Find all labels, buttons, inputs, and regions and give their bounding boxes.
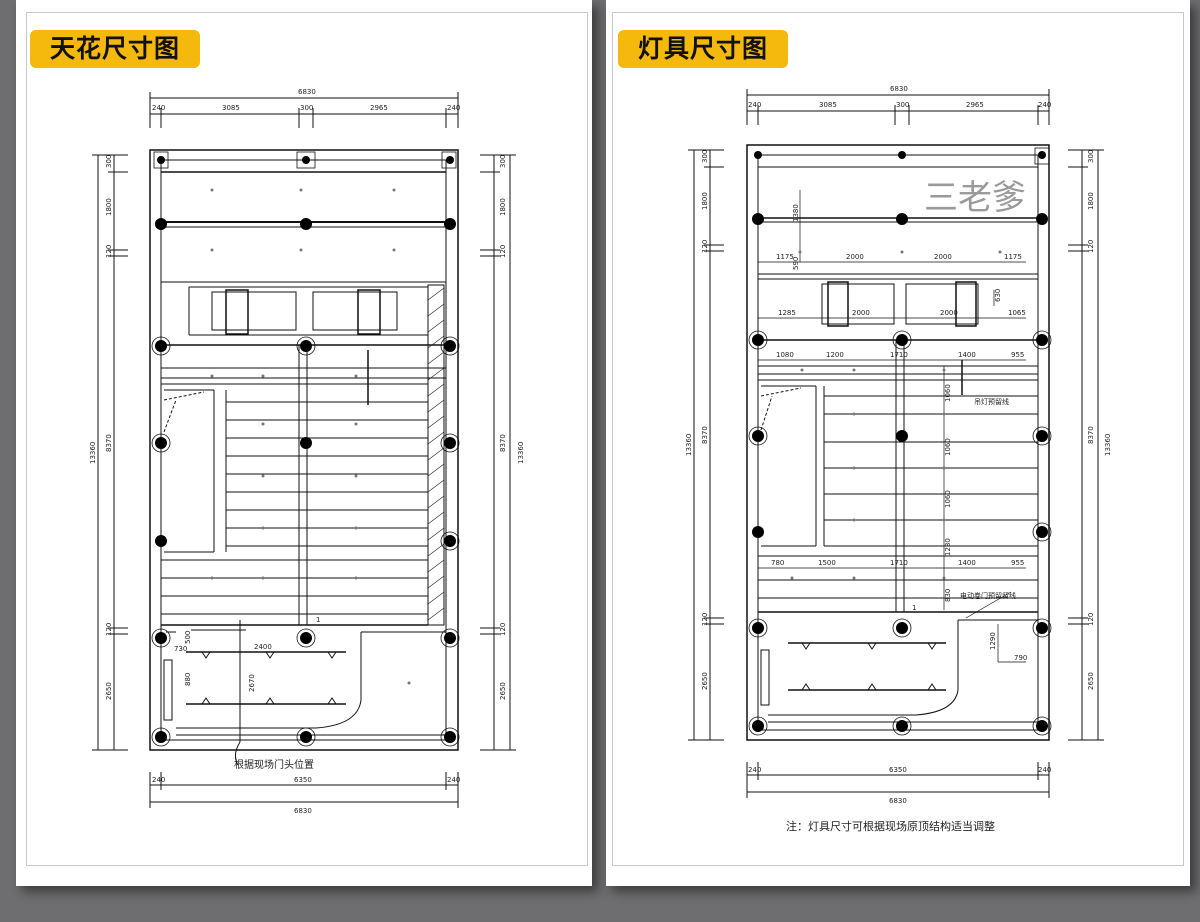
- door-position-note: 根据现场门头位置: [234, 758, 314, 771]
- dim-wall-left: 240: [152, 104, 165, 112]
- dim-2000-a: 2000: [846, 253, 864, 261]
- dim-1200: 1200: [826, 351, 844, 359]
- dim-2670: 2670: [248, 674, 256, 692]
- dim-right-1800: 1800: [499, 198, 507, 216]
- dim-wall-right: 240: [447, 104, 460, 112]
- lighting-dimension-sheet: 灯具尺寸图: [606, 0, 1190, 886]
- dim-1400-b: 1400: [958, 559, 976, 567]
- dim-2000-d: 2000: [940, 309, 958, 317]
- dim-955-a: 955: [1011, 351, 1024, 359]
- dim-1710-a: 1710: [890, 351, 908, 359]
- dim-bay-left: 3085: [819, 101, 837, 109]
- dim-880: 880: [184, 673, 192, 686]
- overall-width-bottom: 6830: [294, 807, 312, 815]
- dim-right-2650: 2650: [499, 682, 507, 700]
- dim-wall-bottom-right: 240: [1038, 766, 1051, 774]
- ceiling-title-badge: 天花尺寸图: [30, 30, 201, 68]
- section-marker: 1: [316, 616, 320, 624]
- ceiling-plan-drawing: 6830 240 3085 300 2965 240 240 6350 240 …: [89, 88, 525, 815]
- dim-1285: 1285: [778, 309, 796, 317]
- dim-left-120: 120: [105, 245, 113, 258]
- dim-955-b: 955: [1011, 559, 1024, 567]
- dim-right-120b: 120: [1087, 613, 1095, 626]
- dim-wall-bottom-left: 240: [748, 766, 761, 774]
- dim-left-120: 120: [701, 240, 709, 253]
- dim-left-300: 300: [701, 150, 709, 163]
- dim-column: 300: [896, 101, 909, 109]
- dim-left-13360: 13360: [89, 442, 97, 464]
- dim-bay-right: 2965: [966, 101, 984, 109]
- dim-630: 630: [994, 289, 1002, 302]
- dim-right-120: 120: [499, 245, 507, 258]
- dim-730: 730: [174, 645, 187, 653]
- dim-bay-right: 2965: [370, 104, 388, 112]
- lighting-footnote: 注：灯具尺寸可根据现场原顶结构适当调整: [786, 820, 995, 833]
- lighting-plan-drawing: 6830 240 3085 300 2965 240 240 6350 240 …: [685, 85, 1112, 805]
- dim-right-300: 300: [499, 155, 507, 168]
- dim-780: 780: [771, 559, 784, 567]
- overall-width-top: 6830: [890, 85, 908, 93]
- dim-1065: 1065: [1008, 309, 1026, 317]
- dim-1290: 1290: [989, 632, 997, 650]
- dim-right-120b: 120: [499, 623, 507, 636]
- dim-wall-left: 240: [748, 101, 761, 109]
- dim-left-1800: 1800: [105, 198, 113, 216]
- sheet-border: [612, 12, 1184, 866]
- dim-1710-b: 1710: [890, 559, 908, 567]
- dim-wall-right: 240: [1038, 101, 1051, 109]
- sheet-border: [26, 12, 588, 866]
- dim-right-2650: 2650: [1087, 672, 1095, 690]
- dim-1060-b: 1060: [944, 438, 952, 456]
- overall-width-bottom: 6830: [889, 797, 907, 805]
- dim-1080: 1080: [776, 351, 794, 359]
- dim-2400: 2400: [254, 643, 272, 651]
- dim-500: 500: [184, 631, 192, 644]
- dim-left-300: 300: [105, 155, 113, 168]
- dim-left-2650: 2650: [701, 672, 709, 690]
- dim-left-2650: 2650: [105, 682, 113, 700]
- dim-right-120: 120: [1087, 240, 1095, 253]
- dim-right-1800: 1800: [1087, 192, 1095, 210]
- dim-left-1800: 1800: [701, 192, 709, 210]
- dim-wall-bottom-right: 240: [447, 776, 460, 784]
- rolling-door-note: 电动卷门预留留线: [960, 591, 1016, 600]
- dim-bay-left: 3085: [222, 104, 240, 112]
- dim-590: 590: [792, 257, 800, 270]
- dim-790: 790: [1014, 654, 1027, 662]
- dim-right-8370: 8370: [1087, 426, 1095, 444]
- dim-right-300: 300: [1087, 150, 1095, 163]
- dim-left-8370: 8370: [701, 426, 709, 444]
- dim-1175-right: 1175: [1004, 253, 1022, 261]
- dim-1060-c: 1060: [944, 490, 952, 508]
- lighting-title-badge: 灯具尺寸图: [618, 30, 789, 68]
- dim-2000-c: 2000: [852, 309, 870, 317]
- dim-inner-width: 6350: [889, 766, 907, 774]
- dim-1175-left: 1175: [776, 253, 794, 261]
- dim-2000-b: 2000: [934, 253, 952, 261]
- dim-right-13360: 13360: [517, 442, 525, 464]
- dim-left-13360: 13360: [685, 434, 693, 456]
- dim-column: 300: [300, 104, 313, 112]
- dim-1400-a: 1400: [958, 351, 976, 359]
- dim-left-8370: 8370: [105, 434, 113, 452]
- dim-830: 830: [944, 589, 952, 602]
- dim-1280: 1280: [944, 538, 952, 556]
- dim-right-8370: 8370: [499, 434, 507, 452]
- brand-watermark: 三老爹: [924, 178, 1026, 218]
- dim-1060-a: 1060: [944, 384, 952, 402]
- dim-1500: 1500: [818, 559, 836, 567]
- dim-left-120b: 120: [701, 613, 709, 626]
- dim-wall-bottom-left: 240: [152, 776, 165, 784]
- dim-left-120b: 120: [105, 623, 113, 636]
- overall-width-top: 6830: [298, 88, 316, 96]
- ceiling-dimension-sheet: 天花尺寸图: [16, 0, 592, 886]
- dim-inner-width: 6350: [294, 776, 312, 784]
- dim-right-13360: 13360: [1104, 434, 1112, 456]
- section-marker: 1: [912, 604, 916, 612]
- track-reserve-note: 吊灯预留线: [974, 397, 1009, 406]
- dim-1380: 1380: [792, 204, 800, 222]
